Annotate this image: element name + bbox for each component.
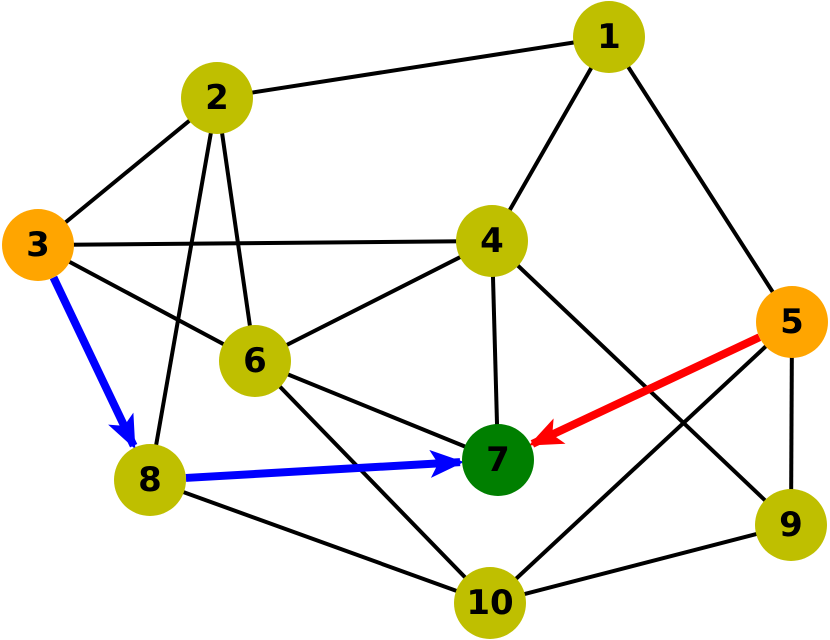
edge-2-3	[36, 96, 219, 247]
edge-4-7	[490, 240, 500, 461]
node-10: 10	[454, 567, 526, 639]
node-circle	[462, 424, 534, 496]
edge-8-10	[149, 478, 491, 605]
node-1: 1	[573, 1, 645, 73]
edge-3-4	[37, 239, 493, 247]
node-label: 6	[243, 341, 267, 381]
node-circle	[756, 286, 828, 358]
edge-6-10	[253, 359, 492, 605]
edge-5-10	[488, 320, 794, 605]
node-2: 2	[181, 62, 253, 134]
directed-edges-layer	[49, 275, 762, 482]
node-9: 9	[755, 489, 827, 561]
edge-6-7	[254, 359, 499, 462]
node-circle	[2, 209, 74, 281]
node-7: 7	[462, 424, 534, 496]
node-6: 6	[219, 325, 291, 397]
edge-1-2	[216, 35, 610, 100]
node-circle	[456, 205, 528, 277]
edge-2-8	[148, 97, 219, 481]
directed-edge-3-8	[49, 275, 138, 450]
node-circle	[181, 62, 253, 134]
node-circle	[755, 489, 827, 561]
edge-3-6	[37, 243, 256, 363]
edge-1-5	[607, 35, 794, 324]
node-label: 2	[205, 78, 229, 118]
edge-2-6	[215, 97, 257, 362]
node-label: 7	[486, 440, 510, 480]
node-circle	[454, 567, 526, 639]
directed-edge-5-7	[528, 333, 762, 448]
node-label: 5	[780, 302, 804, 342]
node-4: 4	[456, 205, 528, 277]
edges-layer	[36, 35, 794, 605]
edge-9-10	[489, 523, 792, 605]
node-circle	[219, 325, 291, 397]
directed-edge-8-7	[185, 449, 465, 482]
node-5: 5	[756, 286, 828, 358]
node-label: 10	[466, 583, 513, 623]
node-label: 9	[779, 505, 803, 545]
node-label: 4	[480, 221, 504, 261]
edge-4-9	[490, 239, 793, 527]
node-8: 8	[114, 444, 186, 516]
node-label: 1	[597, 17, 621, 57]
edge-4-6	[254, 239, 493, 363]
edge-1-4	[490, 36, 611, 242]
node-circle	[573, 1, 645, 73]
node-circle	[114, 444, 186, 516]
node-label: 3	[26, 225, 50, 265]
node-3: 3	[2, 209, 74, 281]
node-label: 8	[138, 460, 162, 500]
